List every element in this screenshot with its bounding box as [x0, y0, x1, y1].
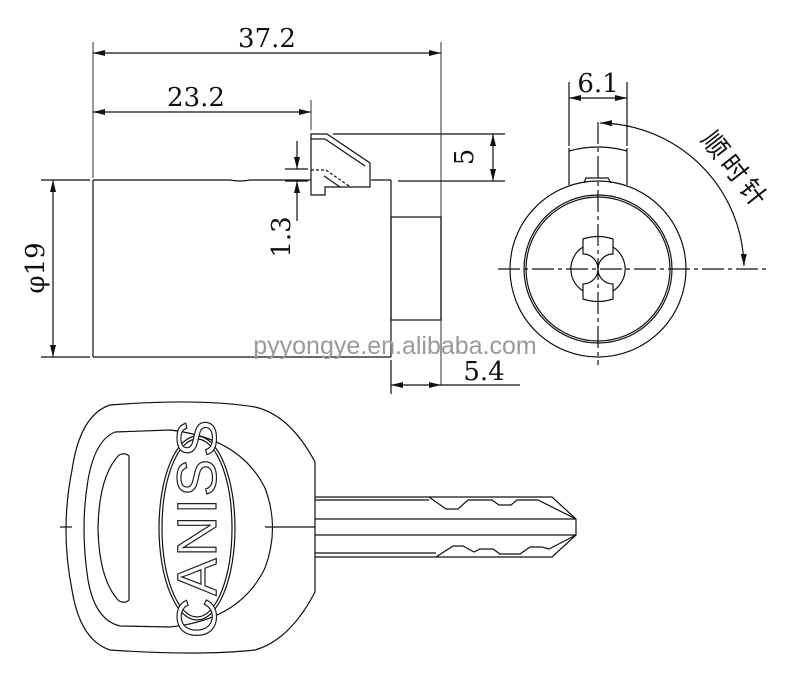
key: [60, 401, 577, 654]
watermark: pyyongye.en.alibaba.com: [253, 332, 537, 360]
dim-body-length: 23.2: [167, 83, 225, 113]
dim-tab-width: 6.1: [577, 69, 618, 99]
dim-diameter: φ19: [21, 242, 51, 293]
side-view: [41, 42, 520, 394]
dim-overall-length: 37.2: [238, 24, 296, 54]
key-logo: CANISS: [165, 418, 228, 639]
dim-cam-height: 5: [450, 149, 480, 166]
front-view: [498, 82, 768, 365]
dim-cam-offset: 1.3: [267, 216, 297, 257]
dim-tail-length: 5.4: [463, 357, 504, 387]
rotation-label: 顺 时 针: [694, 126, 772, 213]
